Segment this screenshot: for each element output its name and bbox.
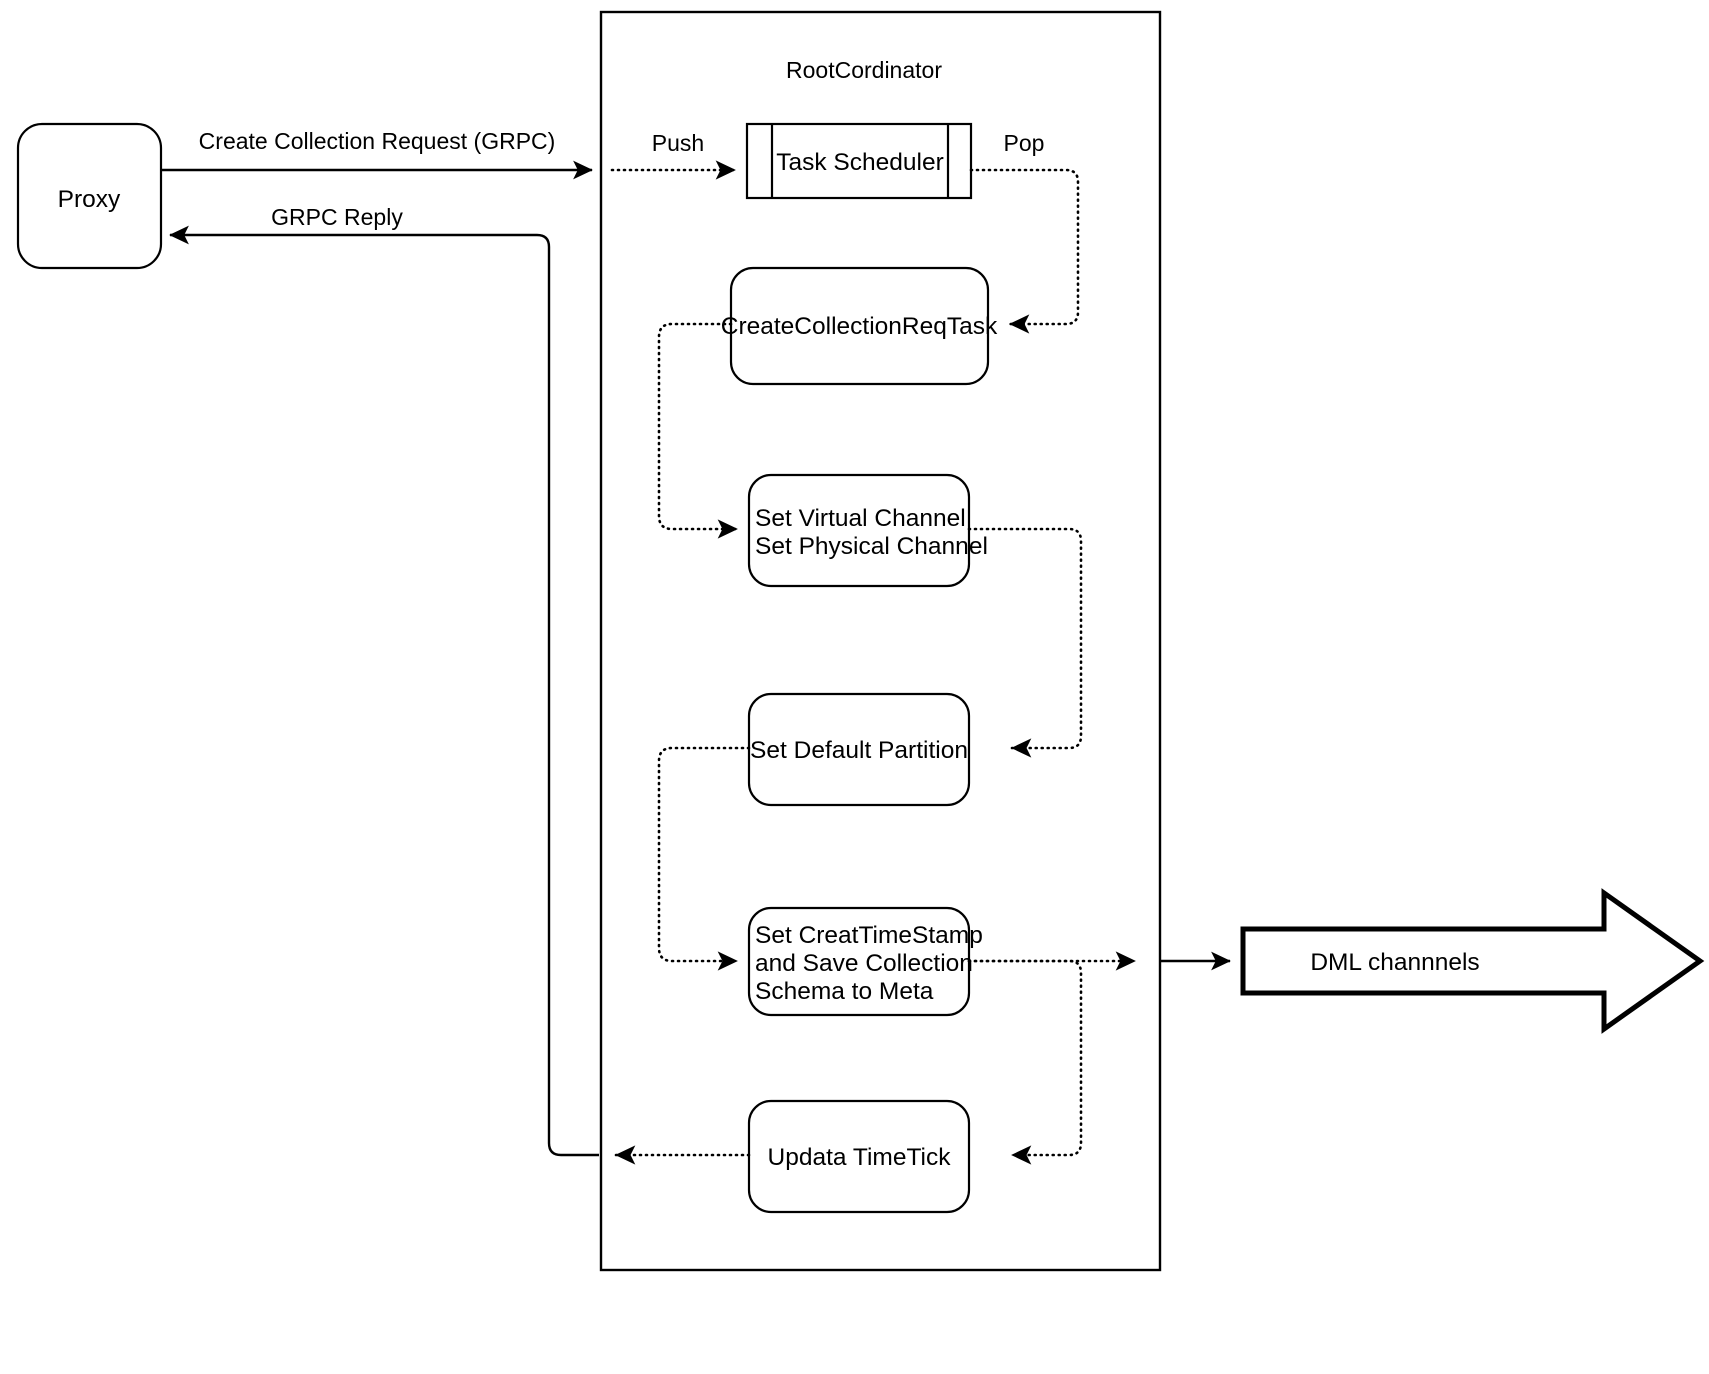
set-default-partition-label: Set Default Partition <box>750 737 968 764</box>
proxy-node-label: Proxy <box>58 186 121 213</box>
update-timetick-label: Updata TimeTick <box>768 1144 952 1171</box>
edge-pop <box>969 168 1080 334</box>
edge-channel-to-partition <box>967 527 1083 758</box>
rootcordinator-label: RootCordinator <box>786 57 942 83</box>
task-scheduler-node[interactable] <box>745 122 973 200</box>
set-timestamp-label-line3: Schema to Meta <box>755 978 934 1005</box>
set-channel-label-line1: Set Virtual Channel <box>755 505 966 532</box>
edge-label-push: Push <box>652 130 704 156</box>
edge-label-create-collection-request: Create Collection Request (GRPC) <box>199 128 556 154</box>
update-timetick-node[interactable] <box>747 1099 971 1214</box>
create-collection-req-task-node[interactable] <box>729 266 990 386</box>
set-channel-label-line2: Set Physical Channel <box>755 533 988 560</box>
set-timestamp-label-line2: and Save Collection <box>755 950 973 977</box>
set-default-partition-node[interactable] <box>747 692 971 807</box>
create-collection-req-task-label: CreateCollectionReqTask <box>721 313 998 340</box>
edge-partition-to-timestamp <box>657 746 751 971</box>
task-scheduler-label: Task Scheduler <box>776 149 944 176</box>
edge-grpc-reply <box>169 225 599 1157</box>
edge-timestamp-to-timetick <box>967 959 1083 1165</box>
edge-label-grpc-reply: GRPC Reply <box>271 204 403 230</box>
edge-task-to-channel <box>657 322 739 539</box>
set-timestamp-label-line1: Set CreatTimeStamp <box>755 922 983 949</box>
set-channel-node[interactable] <box>747 473 971 588</box>
rootcordinator-container <box>599 10 1162 1272</box>
edge-label-pop: Pop <box>1004 130 1045 156</box>
proxy-node[interactable] <box>16 122 163 270</box>
dml-channels-arrow[interactable] <box>1240 888 1705 1034</box>
dml-channels-label: DML channnels <box>1310 949 1479 976</box>
